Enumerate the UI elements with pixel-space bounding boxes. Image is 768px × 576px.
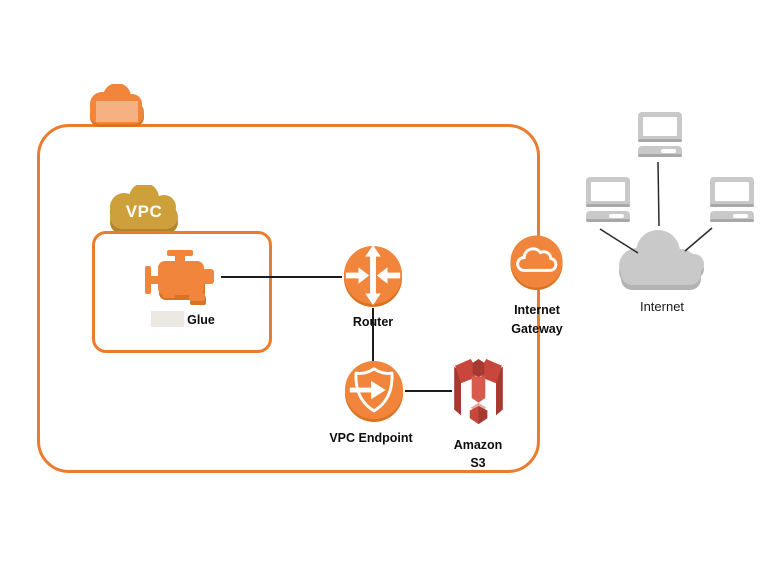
computer-icon: [706, 177, 758, 225]
internet-gateway-icon: [509, 235, 564, 290]
amazon-s3-label: Amazon S3: [428, 436, 528, 472]
vpc-cloud-label: VPC: [125, 202, 163, 221]
internet-label: Internet: [639, 299, 685, 314]
router-icon: [342, 245, 404, 307]
connector-client-top-internet: [657, 161, 660, 227]
aws-cloud-boundary: [37, 124, 540, 473]
computer-icon: [634, 112, 686, 160]
amazon-s3-label-line2: S3: [470, 456, 486, 470]
glue-label-text: Glue: [187, 313, 215, 327]
internet-cloud-icon: [611, 230, 713, 292]
vpc-endpoint-shield-icon: [343, 360, 405, 422]
vpc-cloud-icon: VPC: [102, 185, 186, 235]
s3-bucket-icon: [452, 357, 505, 429]
internet-gateway-label: Internet Gateway: [487, 301, 587, 339]
router-label: Router: [352, 315, 394, 329]
vpc-boundary: [92, 231, 272, 353]
glue-engine-icon: [145, 249, 221, 306]
redacted-label-box: [96, 101, 138, 122]
internet-gateway-label-line1: Internet: [514, 303, 560, 317]
vpc-endpoint-label: VPC Endpoint: [329, 431, 413, 445]
aws-cloud-icon: [84, 84, 150, 129]
redacted-text-box: [151, 311, 185, 327]
computer-icon: [582, 177, 634, 225]
amazon-s3-label-line1: Amazon: [453, 438, 503, 452]
glue-label: Glue: [133, 311, 233, 329]
internet-gateway-label-line2: Gateway: [511, 322, 563, 336]
